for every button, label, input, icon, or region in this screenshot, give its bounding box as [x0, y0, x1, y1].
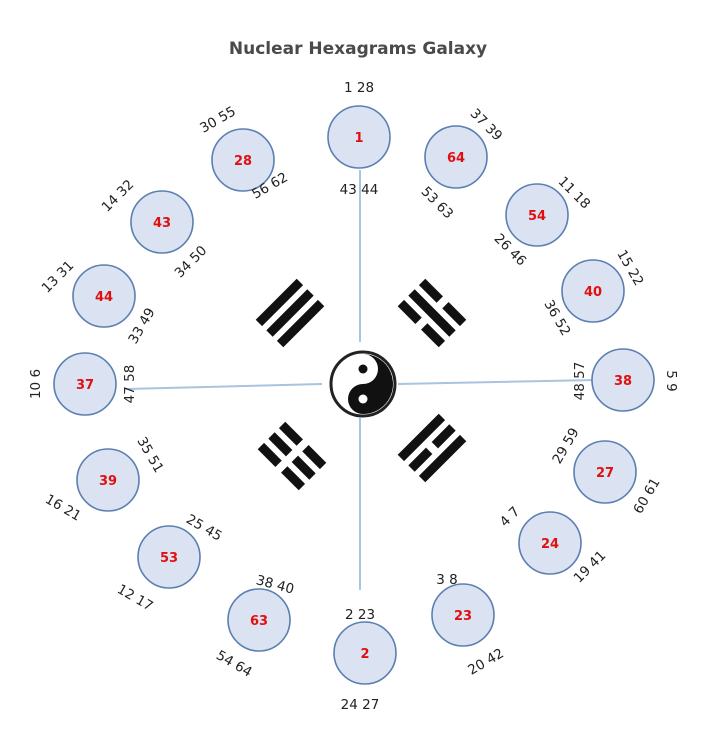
- hexagram-node-39: 39 35 51 16 21: [42, 434, 166, 524]
- node-number-pair: 47 58: [122, 365, 138, 404]
- node-circle: [431, 583, 495, 647]
- trigram-broken-line: [268, 432, 293, 457]
- trigram-icon: [397, 278, 467, 348]
- trigram-solid-line: [266, 289, 314, 337]
- node-number-pair: 60 61: [630, 475, 663, 516]
- node-circle: [424, 125, 488, 189]
- node-label: 28: [234, 154, 252, 169]
- node-label: 54: [528, 209, 546, 224]
- node-number-pair: 24 27: [341, 697, 380, 713]
- hexagram-node-1: 1 1 28 43 44: [327, 80, 391, 198]
- node-label: 53: [160, 551, 178, 566]
- node-label: 37: [76, 378, 94, 393]
- hexagram-node-24: 244 719 41: [497, 504, 610, 587]
- node-circle: [72, 264, 136, 328]
- trigram-broken-line: [291, 455, 316, 480]
- node-label: 63: [250, 614, 268, 629]
- node-circle: [561, 259, 625, 323]
- yin-yang-icon: [329, 350, 397, 418]
- node-number-pair: 2 23: [345, 607, 375, 623]
- trigram-icon: [397, 413, 467, 483]
- node-number-pair: 20 42: [465, 645, 506, 678]
- node-label: 44: [95, 290, 113, 305]
- trigram-broken-line: [397, 299, 422, 324]
- node-label: 64: [447, 151, 465, 166]
- node-number-pair: 3 8: [436, 572, 457, 588]
- spokes: [124, 170, 597, 590]
- node-circle: [53, 352, 117, 416]
- node-number-pair: 35 51: [133, 434, 166, 475]
- node-label: 2: [360, 647, 369, 662]
- trigram-broken-line: [281, 466, 306, 491]
- node-label: 39: [99, 474, 117, 489]
- node-label: 1: [354, 131, 363, 146]
- trigrams: [255, 278, 467, 491]
- trigram-broken-line: [257, 442, 282, 467]
- node-circle: [130, 190, 194, 254]
- trigram-icon: [255, 278, 325, 348]
- trigram-solid-line: [255, 278, 304, 327]
- trigram-broken-line: [302, 445, 327, 470]
- node-circle: [573, 440, 637, 504]
- node-label: 38: [614, 374, 632, 389]
- node-circle: [137, 525, 201, 589]
- node-number-pair: 10 6: [28, 369, 44, 399]
- node-number-pair: 43 44: [340, 182, 379, 198]
- diagram-title: Nuclear Hexagrams Galaxy: [229, 39, 487, 59]
- hexagram-node-38: 38 5 9 48 57: [572, 348, 679, 412]
- trigram-solid-line: [397, 413, 446, 462]
- trigram-broken-line: [431, 424, 456, 449]
- node-number-pair: 13 31: [39, 258, 78, 297]
- trigram-solid-line: [408, 289, 456, 337]
- node-circle: [591, 348, 655, 412]
- node-number-pair: 4 7: [497, 504, 524, 531]
- node-number-pair: 48 57: [572, 362, 588, 401]
- node-label: 24: [541, 537, 559, 552]
- trigram-broken-line: [442, 302, 467, 327]
- spoke-left: [124, 383, 323, 390]
- spoke-right: [397, 379, 597, 385]
- node-number-pair: 14 32: [99, 177, 138, 216]
- node-number-pair: 5 9: [663, 370, 679, 391]
- trigram-solid-line: [418, 434, 467, 483]
- node-number-pair: 16 21: [42, 491, 83, 524]
- trigram-broken-line: [278, 421, 303, 446]
- trigram-broken-line: [408, 447, 433, 472]
- node-number-pair: 1 28: [344, 80, 374, 96]
- node-circle: [518, 511, 582, 575]
- trigram-solid-line: [276, 299, 325, 348]
- node-label: 27: [596, 466, 614, 481]
- node-label: 40: [584, 285, 602, 300]
- node-circle: [505, 183, 569, 247]
- hexagram-node-23: 23 3 8 20 42: [431, 572, 507, 679]
- node-number-pair: 54 64: [213, 647, 254, 680]
- trigram-broken-line: [418, 278, 443, 303]
- node-circle: [76, 448, 140, 512]
- node-label: 43: [153, 216, 171, 231]
- node-label: 23: [454, 609, 472, 624]
- trigram-icon: [257, 421, 327, 491]
- node-circle: [327, 105, 391, 169]
- node-circle: [227, 588, 291, 652]
- hexagram-node-37: 37 10 6 47 58: [28, 352, 138, 416]
- node-number-pair: 53 63: [418, 184, 457, 223]
- node-circle: [333, 621, 397, 685]
- trigram-broken-line: [421, 323, 446, 348]
- node-number-pair: 12 17: [114, 581, 155, 614]
- node-circle: [211, 128, 275, 192]
